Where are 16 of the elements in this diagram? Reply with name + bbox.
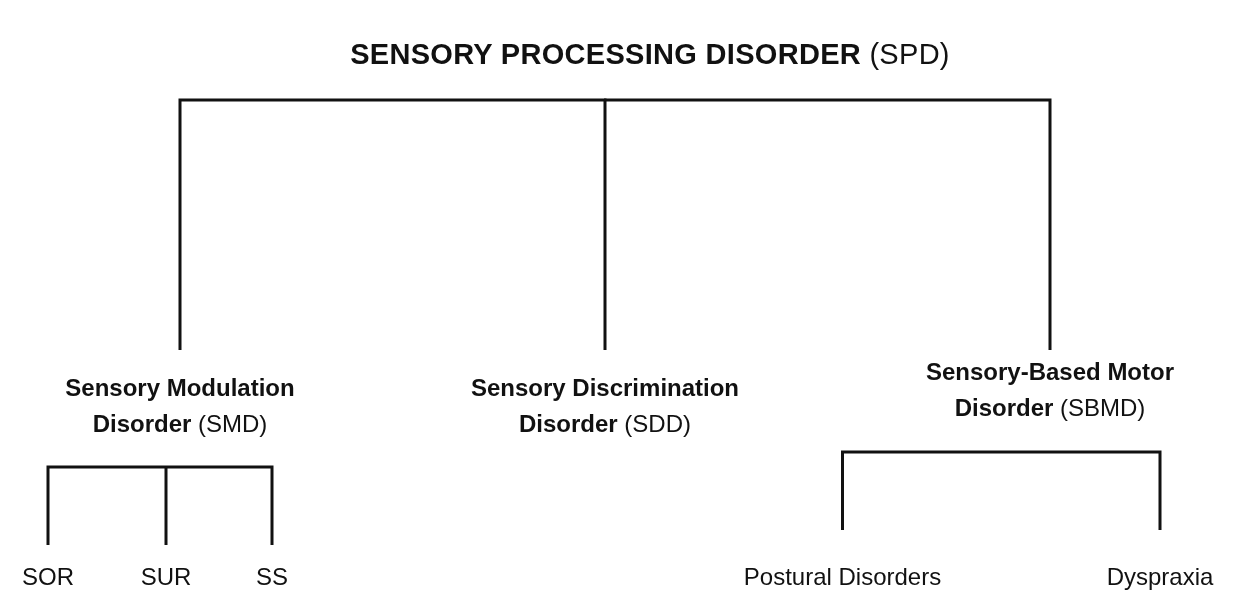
category-label: SS <box>256 563 288 591</box>
category-label: Dyspraxia <box>1106 563 1214 591</box>
category-label: Sensory Discrimination Disorder (SDD) <box>469 373 741 439</box>
connector-line <box>178 98 604 350</box>
connector-line <box>46 465 166 545</box>
category-label: SUR <box>140 563 192 591</box>
category-label: SOR <box>22 563 74 591</box>
connector-line <box>604 98 1052 350</box>
connector-line <box>164 465 168 545</box>
connector-line <box>1000 450 1162 530</box>
category-label: Sensory Modulation Disorder (SMD) <box>64 373 296 439</box>
connector-line <box>841 450 1000 530</box>
category-label: Sensory-Based Motor Disorder (SBMD) <box>924 357 1176 423</box>
category-label: Postural Disorders <box>743 563 942 591</box>
connector-line <box>166 465 274 545</box>
root-label: SENSORY PROCESSING DISORDER (SPD) <box>350 38 950 71</box>
